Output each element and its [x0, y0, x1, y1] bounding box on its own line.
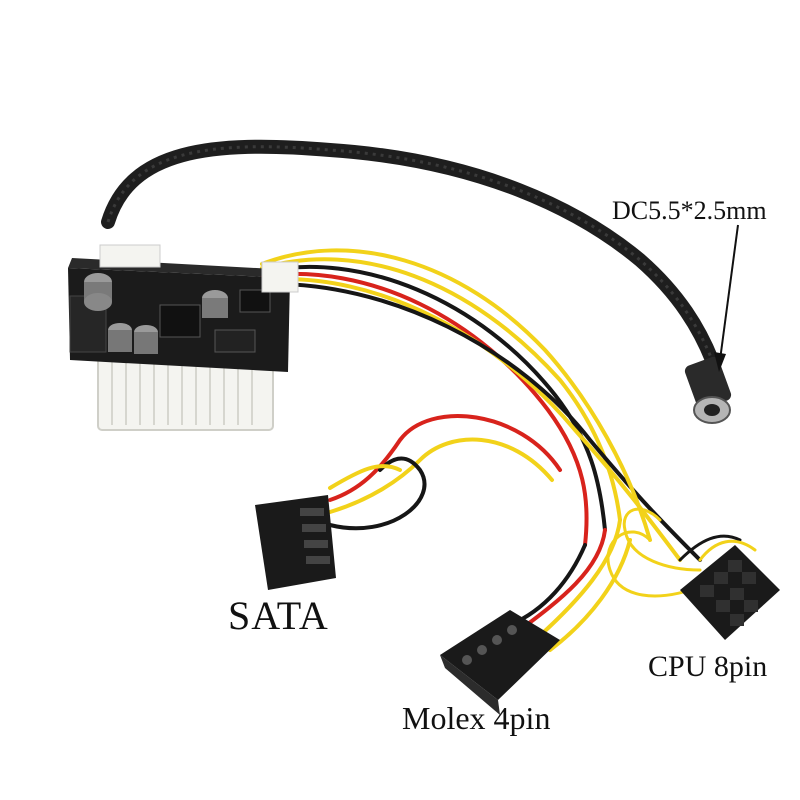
sata-label: SATA: [228, 593, 329, 638]
sata-connector: [255, 495, 336, 590]
cpu-8pin-label: CPU 8pin: [648, 650, 768, 683]
dc-jack-label: DC5.5*2.5mm: [612, 196, 767, 225]
pcb-module: [68, 244, 299, 431]
dc-jack: [684, 356, 732, 424]
molex-connector: [440, 610, 560, 715]
molex-4pin-label: Molex 4pin: [402, 700, 551, 736]
cpu-8pin-connector: [680, 545, 780, 640]
dc-cable: [101, 139, 719, 367]
dc-arrow: [714, 224, 739, 372]
